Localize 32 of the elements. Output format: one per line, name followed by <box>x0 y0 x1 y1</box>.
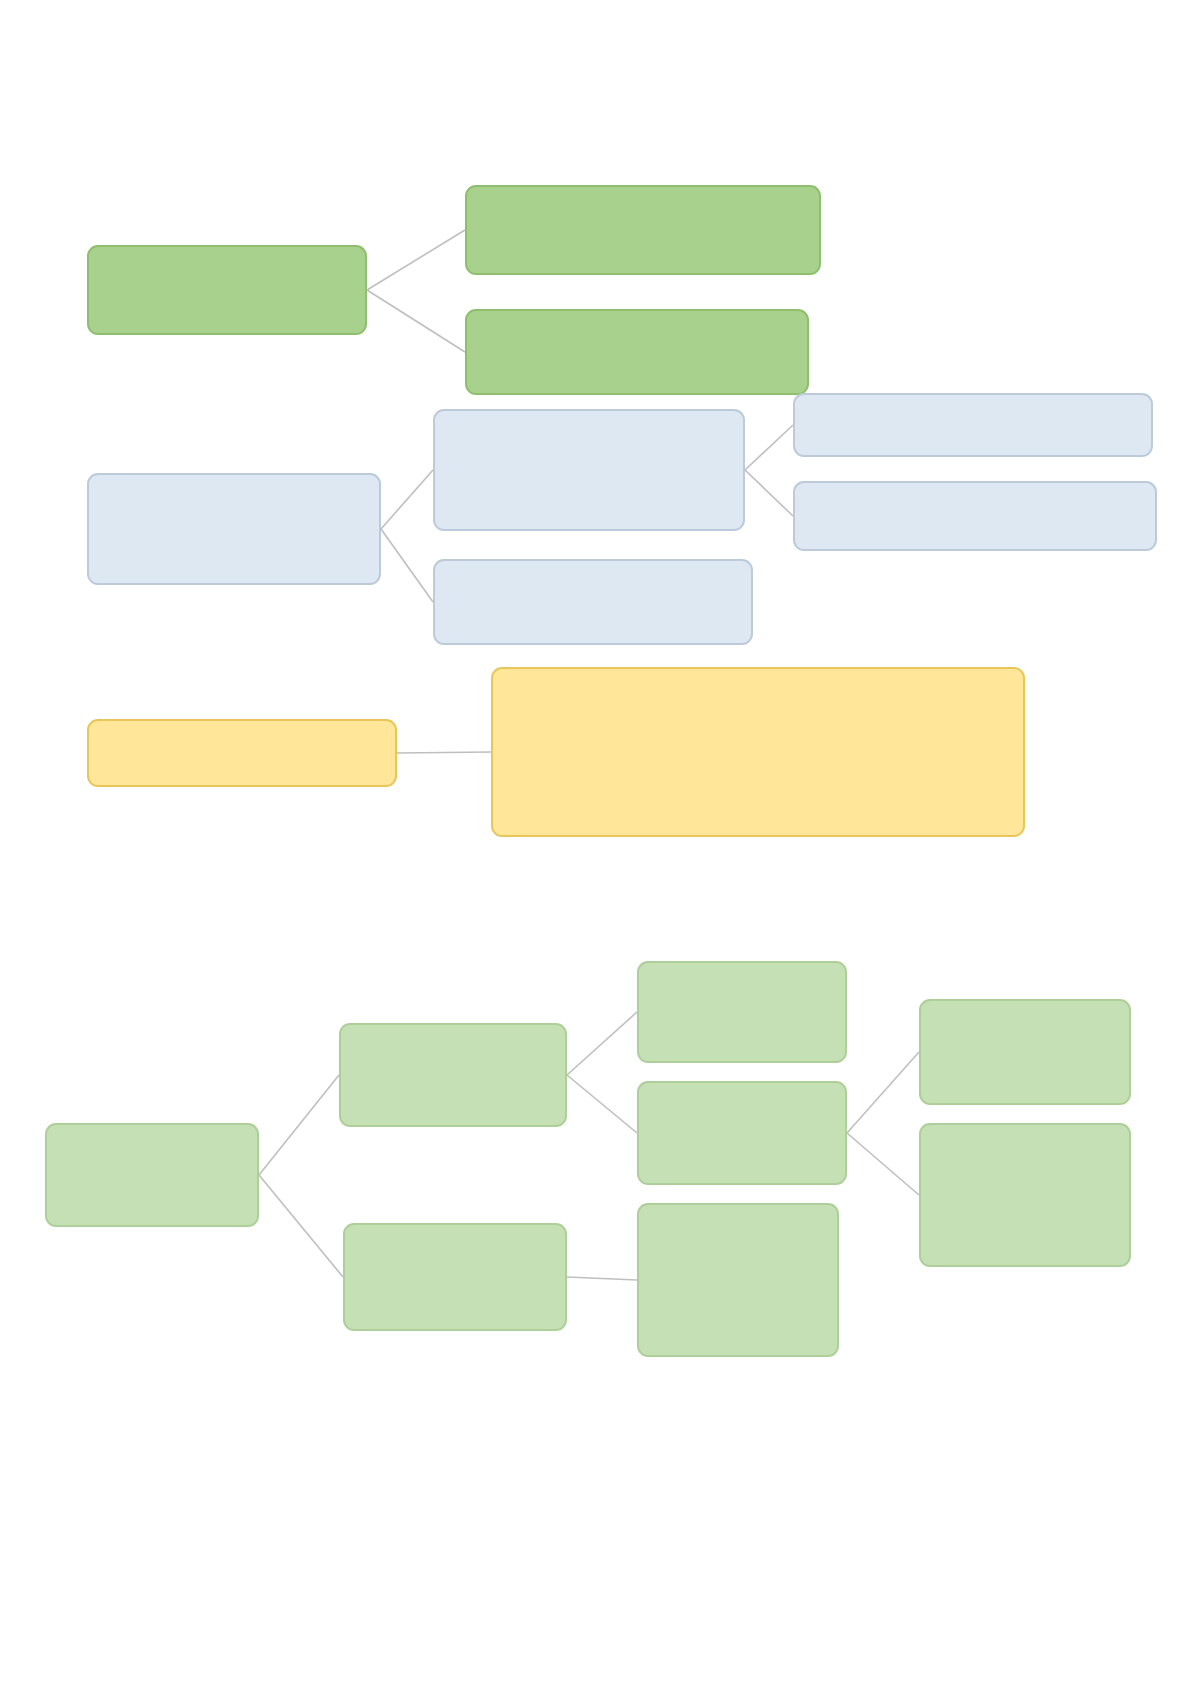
connector-line <box>366 289 466 353</box>
connector-line <box>566 1276 638 1281</box>
connector-line <box>380 469 434 530</box>
box <box>637 1081 847 1185</box>
box <box>465 185 821 275</box>
box <box>919 1123 1131 1267</box>
box <box>919 999 1131 1105</box>
box <box>339 1023 567 1127</box>
connector-line <box>366 229 466 291</box>
box <box>343 1223 567 1331</box>
box <box>87 245 367 335</box>
connector-line <box>396 751 492 754</box>
box <box>433 409 745 531</box>
box <box>433 559 753 645</box>
box <box>87 719 397 787</box>
connector-line <box>258 1174 344 1278</box>
box <box>465 309 809 395</box>
box <box>793 393 1153 457</box>
connector-line <box>744 469 794 517</box>
box <box>87 473 381 585</box>
box <box>637 1203 839 1357</box>
connector-line <box>846 1132 920 1196</box>
connector-line <box>380 528 434 603</box>
box <box>793 481 1157 551</box>
connector-line <box>566 1074 638 1134</box>
box <box>491 667 1025 837</box>
connector-line <box>258 1074 340 1176</box>
connector-line <box>846 1051 920 1134</box>
box <box>45 1123 259 1227</box>
connector-line <box>744 424 794 471</box>
connector-line <box>566 1011 638 1076</box>
box <box>637 961 847 1063</box>
